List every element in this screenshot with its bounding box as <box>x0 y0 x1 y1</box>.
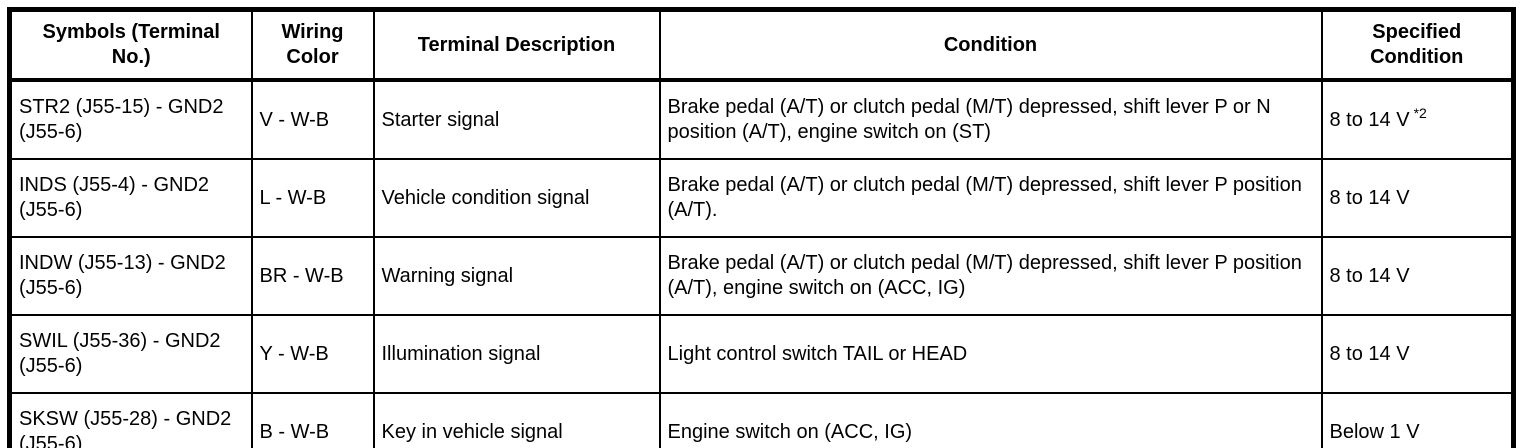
condition-cell: Engine switch on (ACC, IG) <box>658 392 1323 448</box>
symbols-cell: SWIL (J55-36) - GND2 (J55-6) <box>8 314 253 394</box>
symbols-cell: INDW (J55-13) - GND2 (J55-6) <box>8 236 253 316</box>
specified-condition-cell: 8 to 14 V*2 <box>1320 79 1515 160</box>
specified-condition-value: 8 to 14 V <box>1329 264 1410 287</box>
table-row: SKSW (J55-28) - GND2 (J55-6) B - W-B Key… <box>8 392 1515 448</box>
symbols-cell: INDS (J55-4) - GND2 (J55-6) <box>8 158 253 238</box>
column-header-symbols: Symbols (Terminal No.) <box>8 8 253 82</box>
column-header-wiring-color: Wiring Color <box>250 8 375 82</box>
specified-condition-value: 8 to 14 V <box>1329 342 1410 365</box>
wiring-color-cell: Y - W-B <box>250 314 375 394</box>
condition-cell: Light control switch TAIL or HEAD <box>658 314 1323 394</box>
terminal-description-cell: Illumination signal <box>372 314 661 394</box>
terminal-description-cell: Key in vehicle signal <box>372 392 661 448</box>
table-row: STR2 (J55-15) - GND2 (J55-6) V - W-B Sta… <box>8 79 1515 160</box>
terminal-description-cell: Starter signal <box>372 79 661 160</box>
column-header-condition: Condition <box>658 8 1323 82</box>
symbols-cell: SKSW (J55-28) - GND2 (J55-6) <box>8 392 253 448</box>
specified-condition-value: 8 to 14 V <box>1329 108 1410 131</box>
footnote-marker: *2 <box>1413 104 1427 121</box>
specified-condition-cell: 8 to 14 V <box>1320 236 1515 316</box>
wiring-color-cell: L - W-B <box>250 158 375 238</box>
specified-condition-cell: 8 to 14 V <box>1320 314 1515 394</box>
condition-cell: Brake pedal (A/T) or clutch pedal (M/T) … <box>658 158 1323 238</box>
specified-condition-cell: 8 to 14 V <box>1320 158 1515 238</box>
wiring-color-cell: BR - W-B <box>250 236 375 316</box>
condition-cell: Brake pedal (A/T) or clutch pedal (M/T) … <box>658 79 1323 160</box>
terminal-specification-table: Symbols (Terminal No.) Wiring Color Term… <box>7 7 1516 448</box>
wiring-color-cell: B - W-B <box>250 392 375 448</box>
table-row: SWIL (J55-36) - GND2 (J55-6) Y - W-B Ill… <box>8 314 1515 394</box>
terminal-description-cell: Vehicle condition signal <box>372 158 661 238</box>
terminal-description-cell: Warning signal <box>372 236 661 316</box>
table-row: INDS (J55-4) - GND2 (J55-6) L - W-B Vehi… <box>8 158 1515 238</box>
table-header-row: Symbols (Terminal No.) Wiring Color Term… <box>8 8 1515 82</box>
column-header-specified-condition: Specified Condition <box>1320 8 1515 82</box>
condition-cell: Brake pedal (A/T) or clutch pedal (M/T) … <box>658 236 1323 316</box>
column-header-terminal-description: Terminal Description <box>372 8 661 82</box>
symbols-cell: STR2 (J55-15) - GND2 (J55-6) <box>8 79 253 160</box>
table-row: INDW (J55-13) - GND2 (J55-6) BR - W-B Wa… <box>8 236 1515 316</box>
specified-condition-value: 8 to 14 V <box>1329 186 1410 209</box>
specified-condition-value: Below 1 V <box>1329 420 1420 443</box>
specified-condition-cell: Below 1 V <box>1320 392 1515 448</box>
wiring-color-cell: V - W-B <box>250 79 375 160</box>
